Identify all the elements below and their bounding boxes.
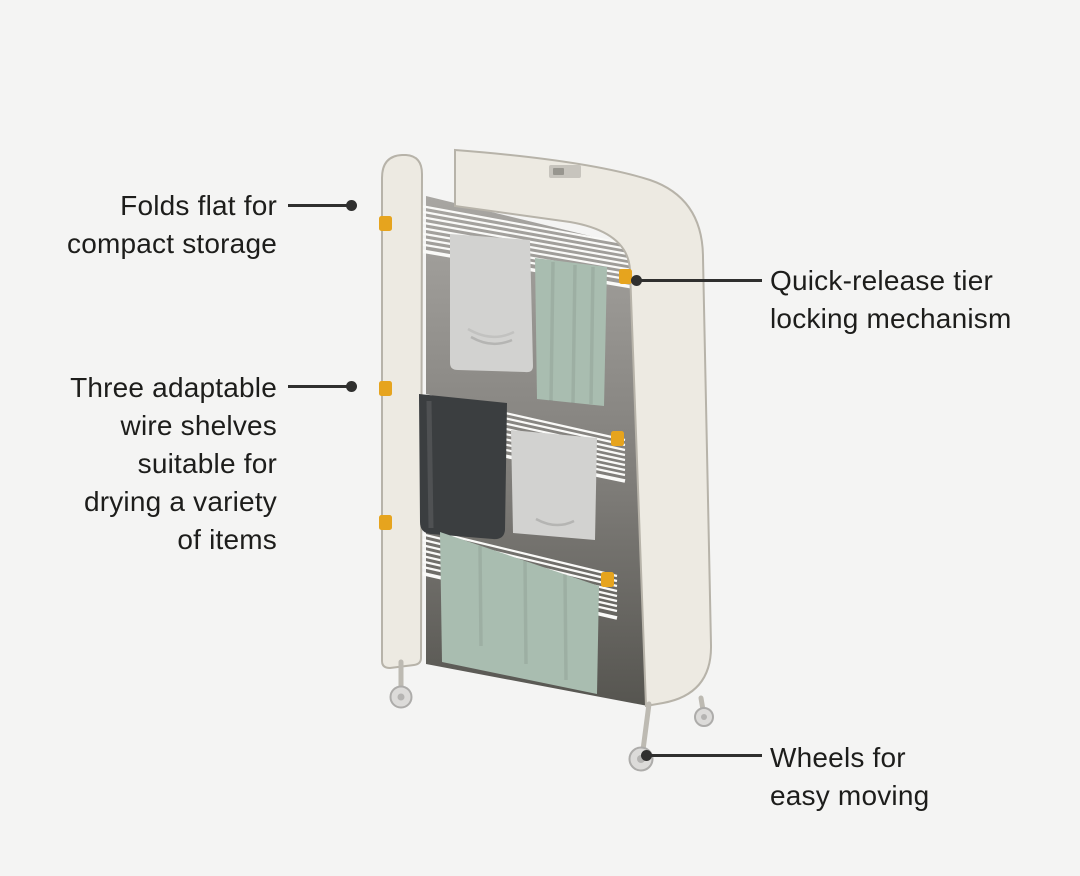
laundry-grey-tee-middle: [511, 430, 597, 540]
clip-tier3-right-icon: [601, 572, 614, 587]
clip-tier1-right-icon: [619, 269, 632, 284]
clip-tier3-left-icon: [379, 515, 392, 530]
callout-wheels: Wheels for easy moving: [770, 742, 930, 811]
tier-clip-icons: [379, 216, 632, 587]
laundry-grey-tee-top: [450, 234, 533, 373]
right-side-panel: [454, 148, 713, 708]
callout-wire-shelves: Three adaptable wire shelves suitable fo…: [70, 372, 277, 555]
callout-quick-release: Quick-release tier locking mechanism: [770, 265, 1012, 334]
leader-dot-wire-shelves: [346, 381, 357, 392]
leader-dot-wheels: [641, 750, 652, 761]
clip-tier1-left-icon: [379, 216, 392, 231]
laundry-dark-garment: [419, 394, 507, 540]
clip-tier2-left-icon: [379, 381, 392, 396]
callout-folds-flat: Folds flat for compact storage: [67, 190, 277, 259]
laundry-green-towel-bottom: [440, 532, 599, 694]
leader-dot-quick-release: [631, 275, 642, 286]
leader-line-quick-release: [637, 279, 762, 282]
leader-line-wheels: [651, 754, 762, 757]
leader-dot-folds-flat: [346, 200, 357, 211]
brand-logo: [549, 165, 581, 178]
leader-line-wire-shelves: [288, 385, 350, 388]
clip-tier2-right-icon: [611, 431, 624, 446]
laundry-green-towel-top: [535, 258, 607, 406]
left-side-panel: [381, 154, 424, 670]
leader-line-folds-flat: [288, 204, 350, 207]
